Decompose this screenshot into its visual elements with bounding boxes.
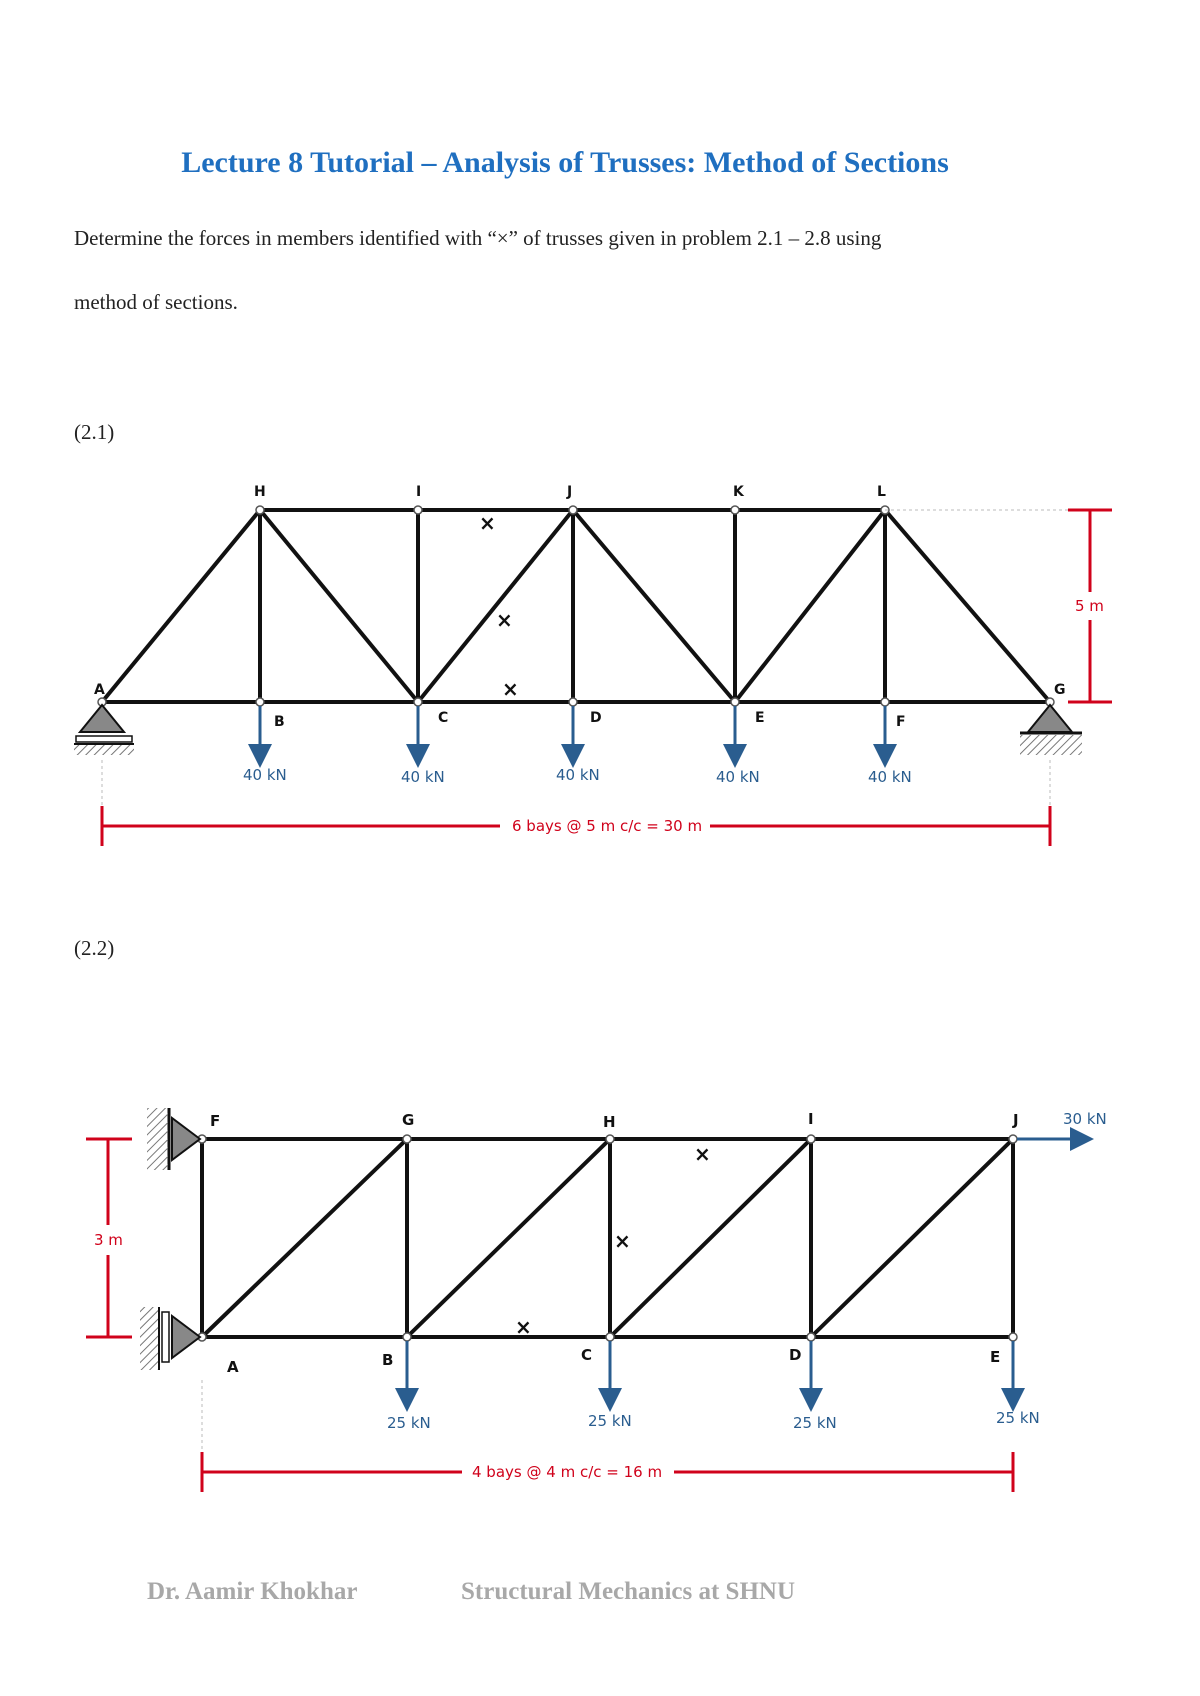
- page-title: Lecture 8 Tutorial – Analysis of Trusses…: [181, 146, 949, 179]
- loads-2-2: [395, 1127, 1094, 1412]
- node-label-b-2-2: B: [382, 1351, 393, 1369]
- height-dimension-2-1: [885, 508, 1112, 704]
- span-dimension-2-2: [200, 1380, 1015, 1492]
- node-label-b: B: [274, 714, 285, 730]
- member-marker-vertical-2-2: ×: [614, 1229, 631, 1253]
- loads-2-1: [248, 706, 897, 768]
- truss-diagram-2-1: H I J K L A B C D E F G × × × 40 kN 40 k…: [74, 484, 1112, 846]
- pin-support-g: [1020, 703, 1082, 755]
- truss-members: [100, 508, 1052, 704]
- roller-support-a: [74, 703, 134, 755]
- node-label-f-2-2: F: [210, 1112, 220, 1130]
- footer-course: Structural Mechanics at SHNU: [461, 1578, 795, 1605]
- node-label-a-2-2: A: [227, 1358, 239, 1376]
- load-label-b-2-2: 25 kN: [387, 1414, 431, 1432]
- node-label-k: K: [733, 484, 745, 500]
- footer-author: Dr. Aamir Khokhar: [147, 1578, 358, 1605]
- instruction-text: Determine the forces in members identifi…: [74, 226, 882, 250]
- node-label-c-2-2: C: [581, 1346, 592, 1364]
- span-dimension-2-1: [100, 760, 1052, 846]
- instruction-text-cont: method of sections.: [74, 290, 238, 314]
- load-label-b: 40 kN: [243, 766, 287, 784]
- member-marker-bottom-2-2: ×: [515, 1315, 532, 1339]
- node-label-h-2-2: H: [603, 1113, 616, 1131]
- node-label-j: J: [566, 484, 572, 500]
- truss-joints: [97, 505, 1055, 707]
- node-label-c: C: [438, 710, 448, 726]
- node-label-e: E: [755, 710, 765, 726]
- node-label-d-2-2: D: [789, 1346, 801, 1364]
- node-label-i: I: [416, 484, 421, 500]
- load-label-c: 40 kN: [401, 768, 445, 786]
- load-label-d: 40 kN: [556, 766, 600, 784]
- pin-support-f: [147, 1108, 202, 1170]
- member-marker-top: ×: [479, 511, 496, 535]
- node-label-j-2-2: J: [1012, 1111, 1019, 1129]
- load-label-e-2-2: 25 kN: [996, 1409, 1040, 1427]
- span-label-2-1: 6 bays @ 5 m c/c = 30 m: [512, 817, 702, 835]
- member-marker-top-2-2: ×: [694, 1142, 711, 1166]
- height-dimension-2-2: [86, 1137, 132, 1339]
- height-label-2-1: 5 m: [1075, 597, 1104, 615]
- truss-joints-2-2: [197, 1134, 1018, 1342]
- height-label-2-2: 3 m: [94, 1231, 123, 1249]
- load-label-c-2-2: 25 kN: [588, 1412, 632, 1430]
- problem-label-2-1: (2.1): [74, 420, 115, 444]
- node-label-g: G: [1054, 682, 1066, 698]
- truss-members-2-2: [200, 1137, 1015, 1339]
- load-label-e: 40 kN: [716, 768, 760, 786]
- node-label-a: A: [94, 682, 105, 698]
- node-label-h: H: [254, 484, 266, 500]
- load-label-f: 40 kN: [868, 768, 912, 786]
- horizontal-load-label: 30 kN: [1063, 1110, 1107, 1128]
- problem-label-2-2: (2.2): [74, 936, 115, 960]
- roller-support-a-2-2: [140, 1307, 202, 1370]
- node-label-i-2-2: I: [808, 1110, 814, 1128]
- span-label-2-2: 4 bays @ 4 m c/c = 16 m: [472, 1463, 662, 1481]
- node-label-d: D: [590, 710, 602, 726]
- node-label-e-2-2: E: [990, 1348, 1000, 1366]
- node-label-f: F: [896, 714, 906, 730]
- truss-diagram-2-2: F G H I J A B C D E × × × 25 kN 25 kN 25…: [86, 1108, 1107, 1492]
- load-label-d-2-2: 25 kN: [793, 1414, 837, 1432]
- member-marker-bottom: ×: [502, 677, 519, 701]
- node-label-l: L: [877, 484, 886, 500]
- member-marker-diagonal: ×: [496, 608, 513, 632]
- node-label-g-2-2: G: [402, 1111, 414, 1129]
